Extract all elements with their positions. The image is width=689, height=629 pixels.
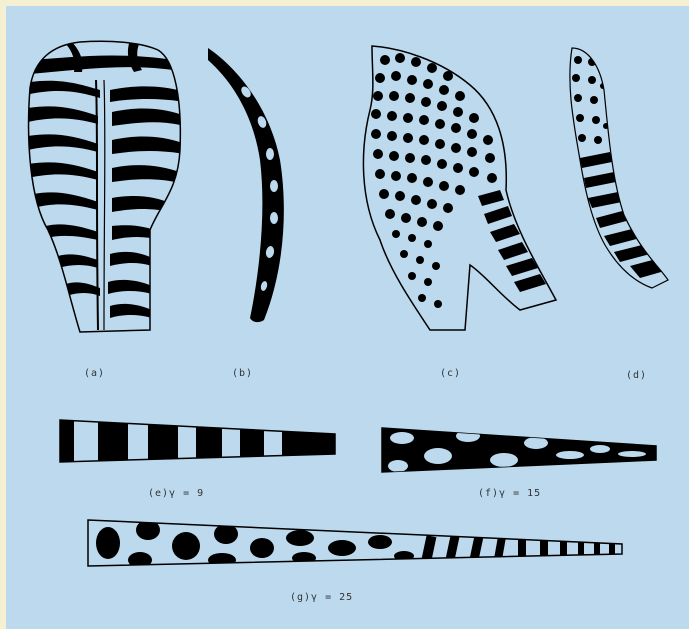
leopard-tail-figure	[570, 48, 668, 288]
label-e: (e)γ = 9	[148, 488, 204, 499]
zebra-tail-figure	[208, 48, 284, 322]
label-f: (f)γ = 15	[478, 488, 541, 499]
label-c: (c)	[440, 368, 461, 379]
model-tail-e	[60, 410, 335, 470]
label-d: (d)	[626, 370, 647, 381]
label-a: (a)	[84, 368, 105, 379]
leopard-hindquarters-figure	[363, 46, 556, 330]
model-tail-g	[88, 520, 622, 568]
label-g: (g)γ = 25	[290, 592, 353, 603]
model-tail-f	[382, 428, 656, 472]
label-b: (b)	[232, 368, 253, 379]
zebra-hindquarters-figure	[28, 40, 185, 332]
